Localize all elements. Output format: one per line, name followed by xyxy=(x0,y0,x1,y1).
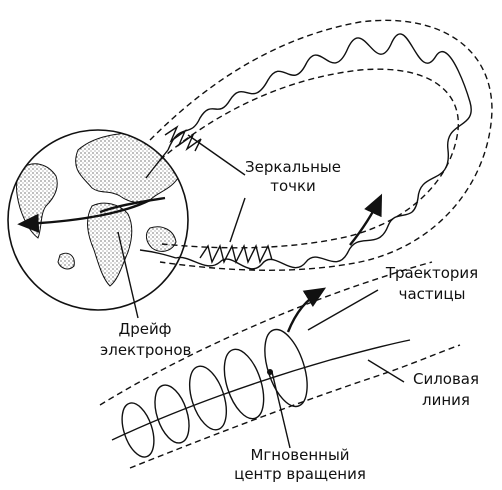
leader-field-line xyxy=(368,360,404,382)
label-particle-trajectory-line2: частицы xyxy=(378,287,486,302)
leader-trajectory xyxy=(308,290,378,330)
leader-mirror-upper xyxy=(188,135,245,175)
label-field-line-line1: Силовая xyxy=(404,372,488,387)
label-electron-drift: Дрейф электронов xyxy=(100,322,190,358)
label-field-line-line2: линия xyxy=(404,393,488,408)
label-mirror-points-line2: точки xyxy=(245,179,341,194)
label-particle-trajectory-line1: Траектория xyxy=(378,266,486,281)
label-instant-center: Мгновенный центр вращения xyxy=(232,448,368,482)
label-field-line: Силовая линия xyxy=(404,372,488,408)
label-instant-center-line1: Мгновенный xyxy=(232,448,368,463)
label-instant-center-line2: центр вращения xyxy=(232,467,368,482)
earth-globe xyxy=(8,130,188,310)
label-particle-trajectory: Траектория частицы xyxy=(378,266,486,302)
label-electron-drift-line2: электронов xyxy=(100,343,190,358)
label-electron-drift-line1: Дрейф xyxy=(100,322,190,337)
label-mirror-points: Зеркальные точки xyxy=(245,160,341,194)
instant-center-dot xyxy=(267,369,273,375)
mirror-coil-upper xyxy=(165,127,201,151)
loop-arrow xyxy=(350,198,380,245)
leader-mirror-lower xyxy=(230,198,245,242)
particle-belt xyxy=(140,20,492,270)
label-mirror-points-line1: Зеркальные xyxy=(245,160,341,175)
